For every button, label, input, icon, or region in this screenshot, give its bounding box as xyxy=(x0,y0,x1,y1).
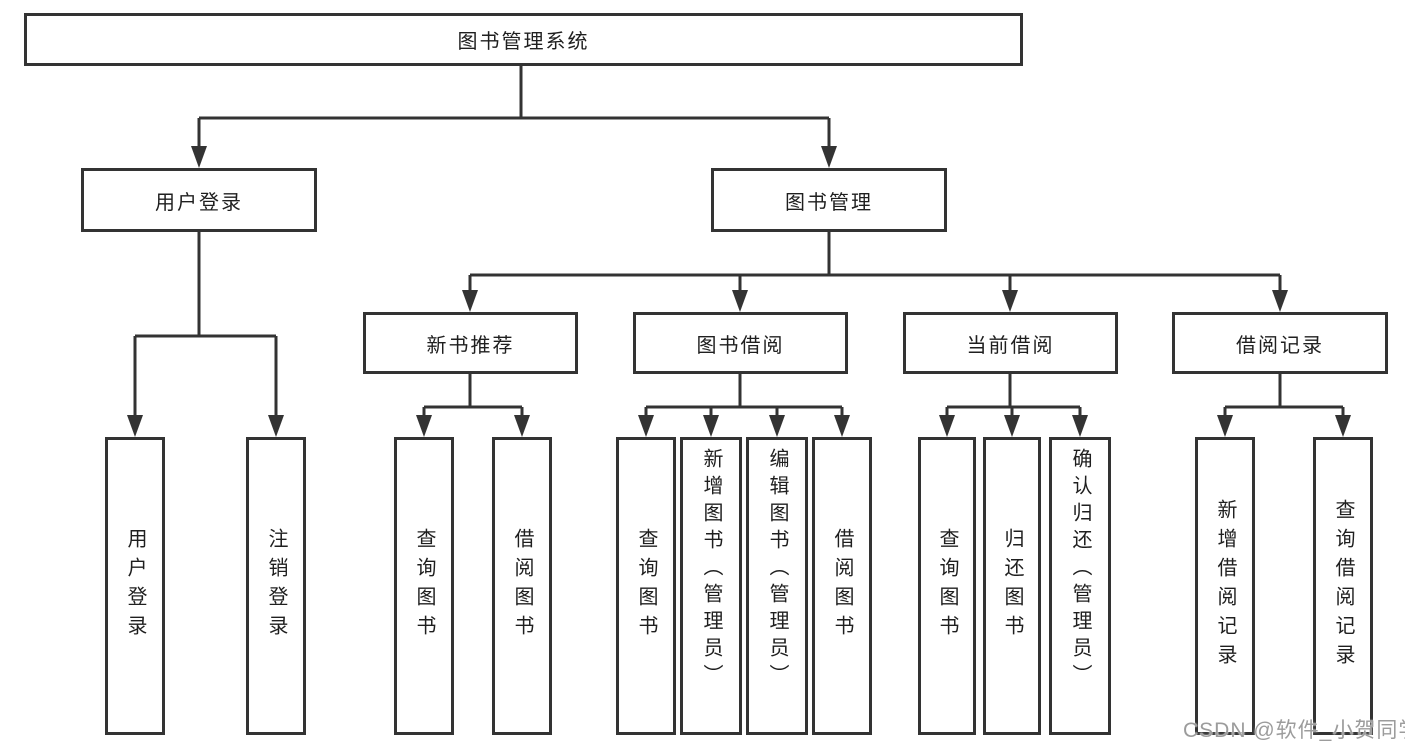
leaf-confirm-return-admin: 确认归还（管理员） xyxy=(1049,437,1111,735)
leaf-edit-books-admin: 编辑图书（管理员） xyxy=(746,437,808,735)
leaf-borrow-books-recommend: 借阅图书 xyxy=(492,437,552,735)
node-user-login: 用户登录 xyxy=(81,168,317,232)
leaf-query-borrow-record: 查询借阅记录 xyxy=(1313,437,1373,735)
leaf-return-books: 归还图书 xyxy=(983,437,1041,735)
leaf-add-borrow-record: 新增借阅记录 xyxy=(1195,437,1255,735)
leaf-add-books-admin: 新增图书（管理员） xyxy=(680,437,742,735)
node-book-mgmt: 图书管理 xyxy=(711,168,947,232)
leaf-borrow-books-borrow: 借阅图书 xyxy=(812,437,872,735)
node-book-borrow: 图书借阅 xyxy=(633,312,848,374)
leaf-query-books-recommend: 查询图书 xyxy=(394,437,454,735)
node-new-book-recommend: 新书推荐 xyxy=(363,312,578,374)
leaf-logout-login: 注销登录 xyxy=(246,437,306,735)
leaf-query-books-current: 查询图书 xyxy=(918,437,976,735)
node-current-borrow: 当前借阅 xyxy=(903,312,1118,374)
node-root: 图书管理系统 xyxy=(24,13,1023,66)
leaf-query-books-borrow: 查询图书 xyxy=(616,437,676,735)
leaf-user-login: 用户登录 xyxy=(105,437,165,735)
csdn-watermark: CSDN @软件_小贺同学 xyxy=(1183,719,1405,742)
node-borrow-records: 借阅记录 xyxy=(1172,312,1388,374)
